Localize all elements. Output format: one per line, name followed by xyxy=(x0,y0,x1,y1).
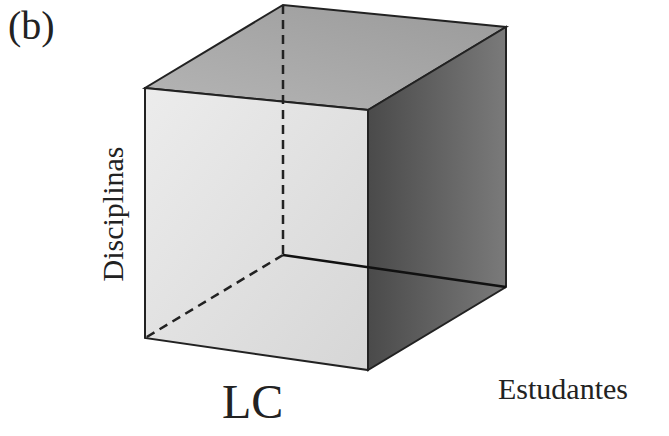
cube-title: LC xyxy=(222,378,283,426)
axis-label: Disciplinas xyxy=(97,147,127,282)
hidden-edge xyxy=(282,5,285,255)
panel-letter: (b) xyxy=(8,6,55,46)
hidden-edge xyxy=(145,255,283,338)
right-face xyxy=(368,27,506,370)
front-face xyxy=(145,88,368,370)
axis-label: Estudantes xyxy=(498,374,628,404)
back-edge xyxy=(283,255,506,287)
